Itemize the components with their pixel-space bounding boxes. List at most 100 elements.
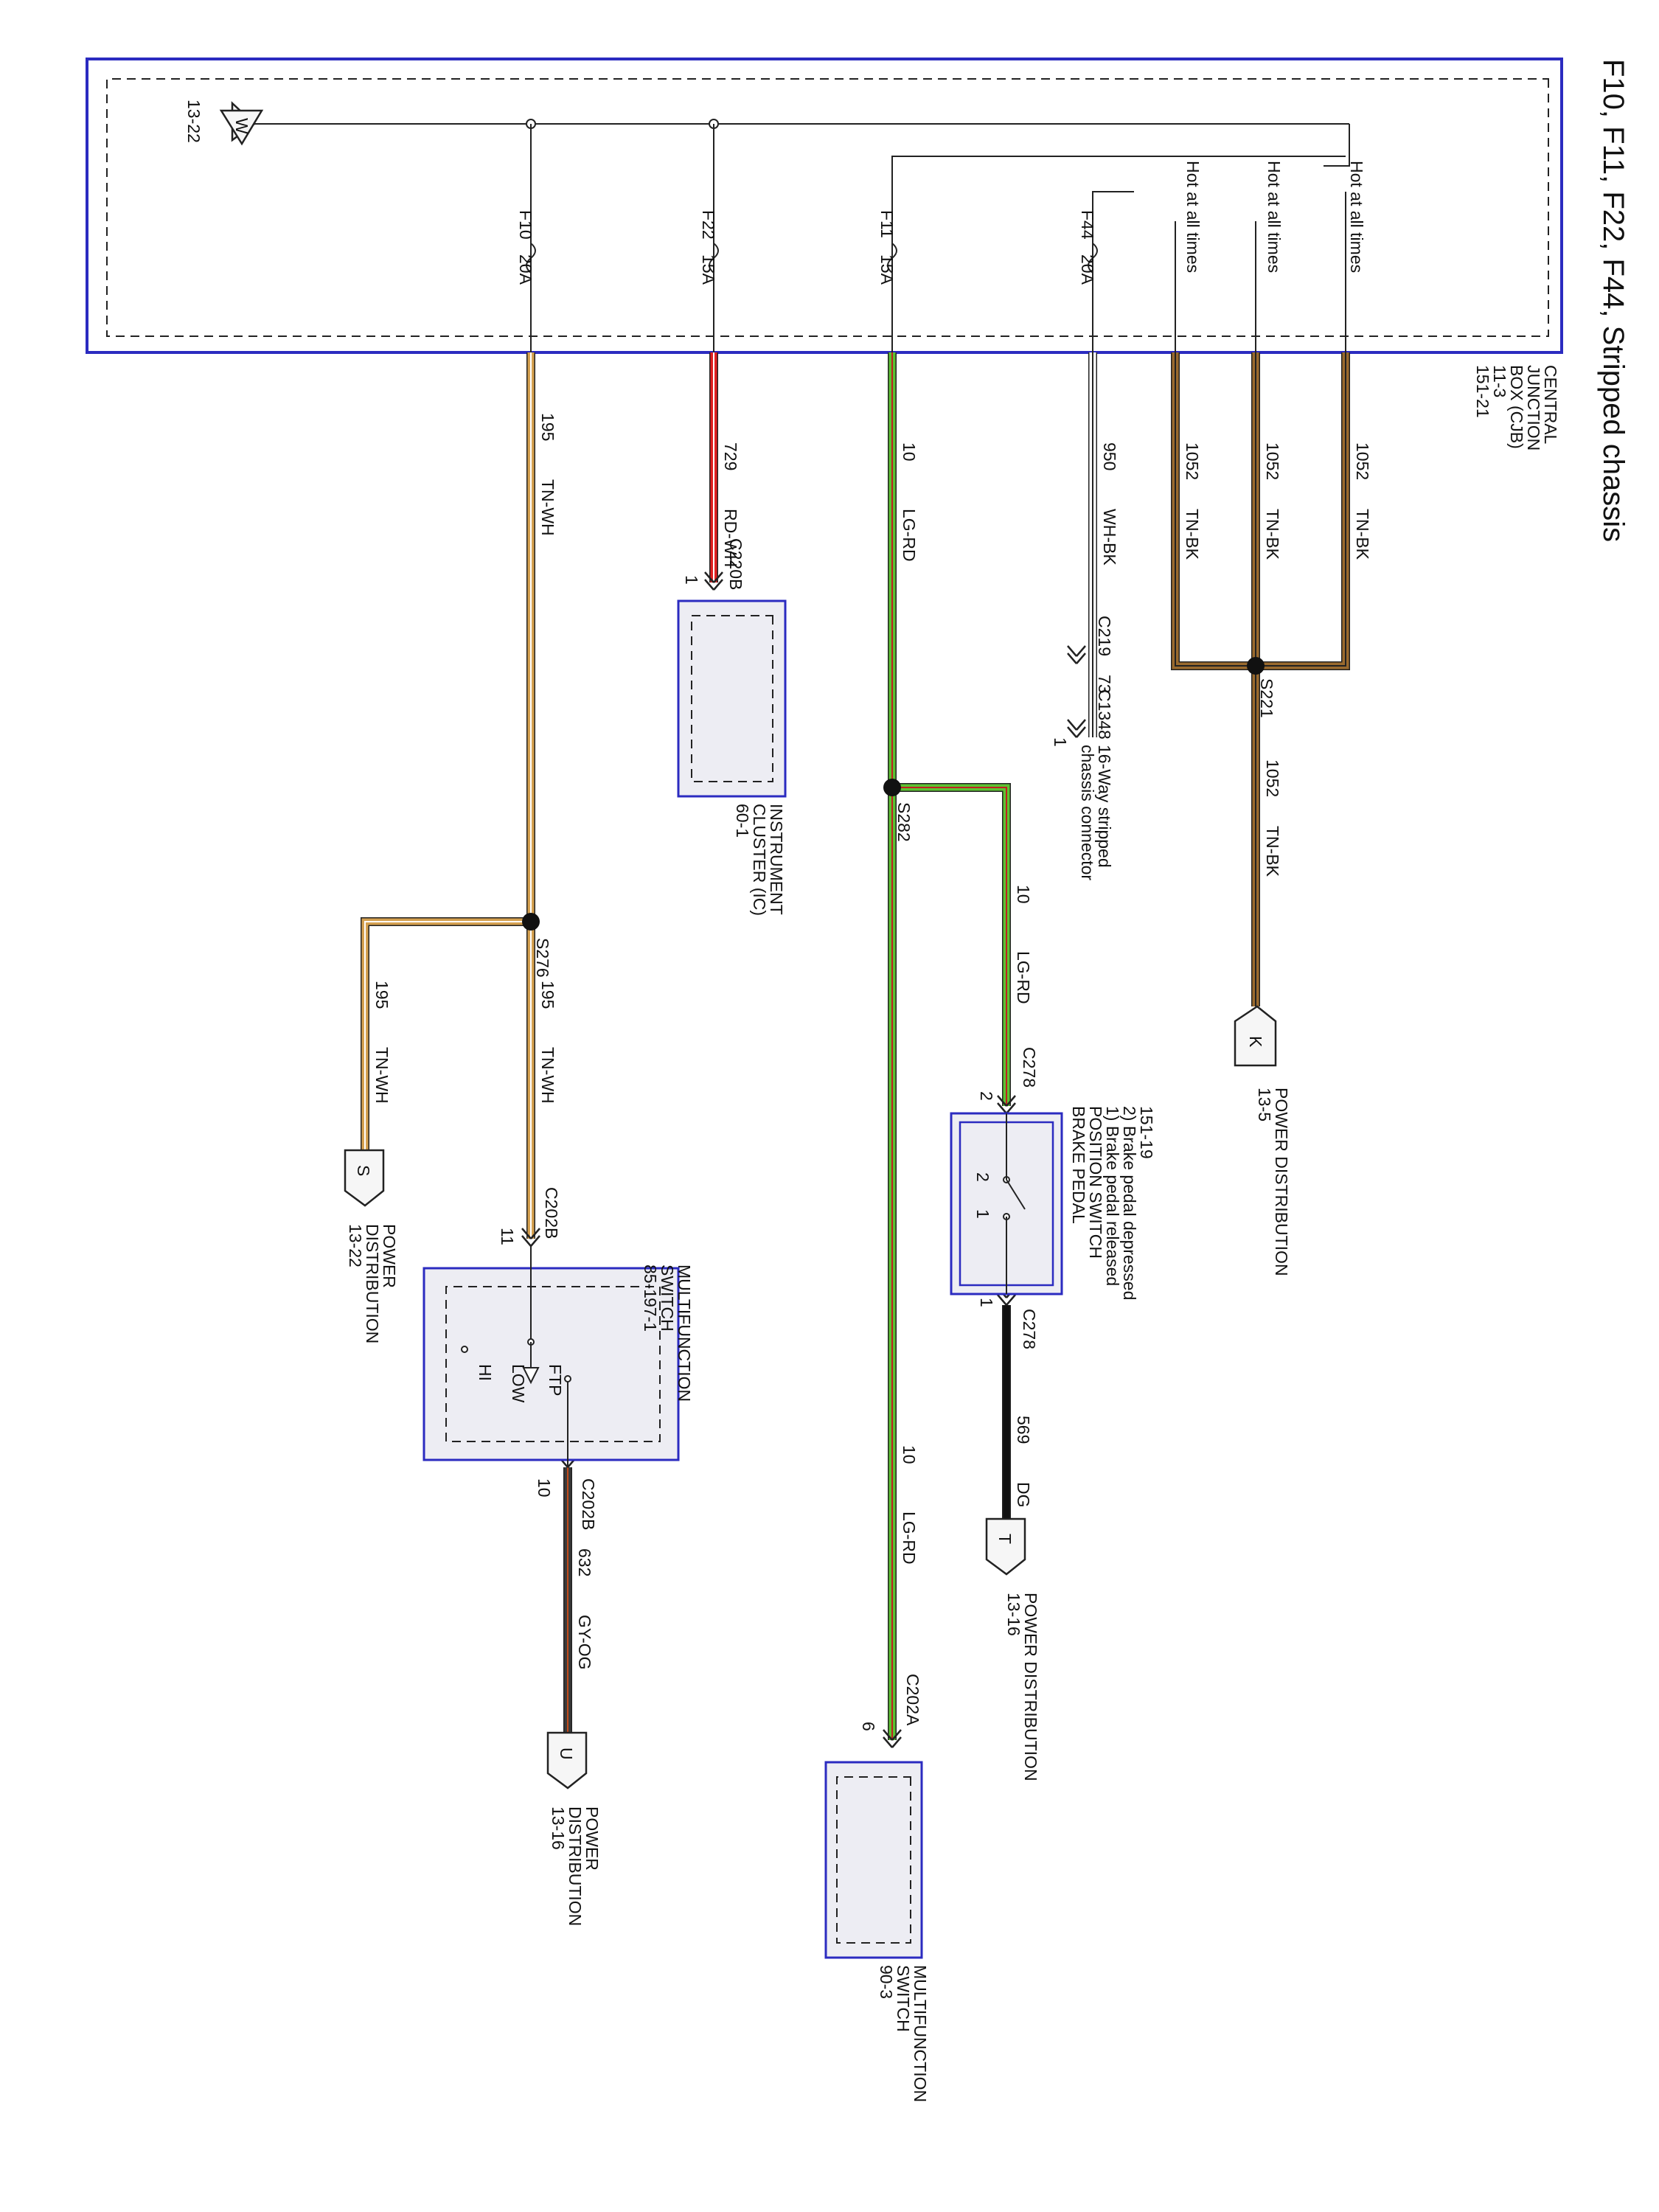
brake-switch-contact: 2 1 bbox=[973, 1113, 1026, 1294]
wire-color-label: WH-BK bbox=[1100, 509, 1119, 566]
cjb-bus-drop bbox=[1324, 124, 1350, 167]
cjb-label: CENTRAL JUNCTION BOX (CJB) 11-3 151-21 bbox=[1473, 365, 1560, 451]
svg-text:INSTRUMENT: INSTRUMENT bbox=[767, 804, 786, 915]
wire-color-label: TN-WH bbox=[372, 1047, 392, 1104]
splice-s282-label: S282 bbox=[894, 802, 914, 842]
svg-text:73: 73 bbox=[1095, 675, 1114, 694]
multifunction-switch-90-3-inner bbox=[836, 1776, 911, 1944]
svg-text:C202B: C202B bbox=[579, 1478, 598, 1530]
splice-s282 bbox=[883, 779, 901, 796]
svg-text:POWER DISTRIBUTION: POWER DISTRIBUTION bbox=[1272, 1088, 1291, 1276]
svg-text:20A: 20A bbox=[516, 254, 535, 285]
wire-circuit-label: 1052 bbox=[1353, 442, 1372, 480]
svg-text:C1348: C1348 bbox=[1095, 689, 1114, 740]
hot-label-3: Hot at all times bbox=[1347, 161, 1366, 273]
multifunction-switch-85-1-label: MULTIFUNCTION SWITCH 85-1 97-1 bbox=[641, 1265, 694, 1402]
svg-text:T: T bbox=[995, 1534, 1015, 1544]
wire-color-label: TN-BK bbox=[1183, 509, 1202, 560]
svg-text:10: 10 bbox=[535, 1478, 554, 1498]
svg-text:F44: F44 bbox=[1078, 210, 1097, 240]
wire-circuit-label: 729 bbox=[721, 442, 740, 470]
svg-text:MULTIFUNCTION: MULTIFUNCTION bbox=[675, 1265, 694, 1402]
instrument-cluster-box bbox=[677, 599, 787, 798]
wire-circuit-label: 10 bbox=[1014, 885, 1033, 904]
svg-text:85-1: 85-1 bbox=[641, 1265, 660, 1298]
svg-text:CLUSTER (IC): CLUSTER (IC) bbox=[750, 804, 769, 916]
fuse-f11: F11 15A bbox=[877, 210, 897, 285]
svg-text:15A: 15A bbox=[699, 254, 718, 285]
wire-circuit-label: 569 bbox=[1014, 1416, 1033, 1444]
svg-text:13-16: 13-16 bbox=[549, 1806, 568, 1850]
svg-text:13-5: 13-5 bbox=[1255, 1088, 1274, 1121]
svg-text:60-1: 60-1 bbox=[733, 804, 752, 838]
svg-text:POWER: POWER bbox=[582, 1806, 602, 1871]
wire-color-label: RD-WH bbox=[721, 509, 740, 567]
svg-text:HI: HI bbox=[476, 1364, 495, 1381]
svg-text:13-22: 13-22 bbox=[346, 1224, 365, 1267]
connector-c1348: C1348 1 bbox=[1051, 689, 1114, 747]
svg-text:C278: C278 bbox=[1020, 1047, 1039, 1088]
cjb-feed-f44 bbox=[1092, 191, 1134, 352]
wire-color-label: LG-RD bbox=[900, 1512, 919, 1565]
svg-text:BOX (CJB): BOX (CJB) bbox=[1507, 365, 1526, 449]
wire-circuit-label: 195 bbox=[538, 413, 557, 441]
wire-circuit-label: 632 bbox=[575, 1548, 594, 1576]
connector-c278-out: C278 1 bbox=[977, 1287, 1039, 1349]
wire-color-label: TN-WH bbox=[538, 1047, 557, 1104]
fuse-f10: F10 20A bbox=[516, 210, 536, 285]
svg-text:151-19: 151-19 bbox=[1137, 1106, 1156, 1159]
svg-text:JUNCTION: JUNCTION bbox=[1524, 365, 1543, 451]
svg-text:C202B: C202B bbox=[542, 1187, 561, 1239]
svg-text:1: 1 bbox=[1051, 737, 1070, 747]
instrument-cluster-label: INSTRUMENT CLUSTER (IC) 60-1 bbox=[733, 804, 786, 916]
svg-text:SWITCH: SWITCH bbox=[658, 1265, 677, 1332]
wire-circuit-label: 195 bbox=[538, 981, 557, 1009]
svg-text:F22: F22 bbox=[699, 210, 718, 240]
connector-c202b-in: C202B 11 bbox=[498, 1187, 561, 1247]
wire-layer: 1052TN-BK1052TN-BK1052TN-BK1052TN-BK950W… bbox=[361, 352, 1372, 1740]
svg-text:S: S bbox=[354, 1165, 373, 1176]
power-distribution-t: T POWER DISTRIBUTION 13-16 bbox=[985, 1517, 1040, 1781]
svg-text:2: 2 bbox=[973, 1172, 992, 1182]
svg-text:1: 1 bbox=[977, 1298, 996, 1307]
wire-circuit-label: 950 bbox=[1100, 442, 1119, 470]
fuse-f22: F22 15A bbox=[699, 210, 719, 285]
svg-text:POWER DISTRIBUTION: POWER DISTRIBUTION bbox=[1021, 1593, 1040, 1781]
cjb-frame bbox=[86, 58, 1563, 354]
svg-text:6: 6 bbox=[859, 1722, 878, 1731]
splice-s276 bbox=[522, 913, 540, 931]
hot-label-2: Hot at all times bbox=[1265, 161, 1284, 273]
connector-c278-in: C278 2 bbox=[977, 1047, 1039, 1114]
svg-text:DISTRIBUTION: DISTRIBUTION bbox=[566, 1806, 585, 1926]
svg-text:16-Way stripped: 16-Way stripped bbox=[1095, 745, 1114, 868]
svg-text:F11: F11 bbox=[877, 210, 897, 238]
svg-text:W: W bbox=[232, 118, 251, 134]
svg-text:chassis connector: chassis connector bbox=[1078, 745, 1097, 880]
svg-text:SWITCH: SWITCH bbox=[894, 1965, 913, 2032]
svg-text:1: 1 bbox=[682, 575, 701, 585]
wire-circuit-label: 1052 bbox=[1263, 759, 1282, 797]
connector-c202a: C202A 6 bbox=[859, 1674, 922, 1748]
splice-s276-label: S276 bbox=[533, 938, 552, 978]
wire-color-label: TN-BK bbox=[1263, 509, 1282, 560]
power-distribution-u: U POWER DISTRIBUTION 13-16 bbox=[546, 1731, 602, 1926]
svg-text:LOW: LOW bbox=[509, 1364, 528, 1403]
multifunction-switch-85-1-inner bbox=[445, 1286, 661, 1442]
splice-s221 bbox=[1247, 657, 1265, 675]
wire-circuit-label: 1052 bbox=[1183, 442, 1202, 480]
svg-text:15A: 15A bbox=[877, 254, 897, 285]
fuse-f44: F44 20A bbox=[1078, 210, 1098, 285]
brake-switch-label: BRAKE PEDAL POSITION SWITCH 1) Brake ped… bbox=[1069, 1106, 1156, 1300]
connector-c220b: C220B 1 bbox=[682, 538, 745, 591]
svg-text:C278: C278 bbox=[1020, 1309, 1039, 1349]
svg-text:151-21: 151-21 bbox=[1473, 365, 1492, 418]
svg-text:C220B: C220B bbox=[726, 538, 745, 590]
